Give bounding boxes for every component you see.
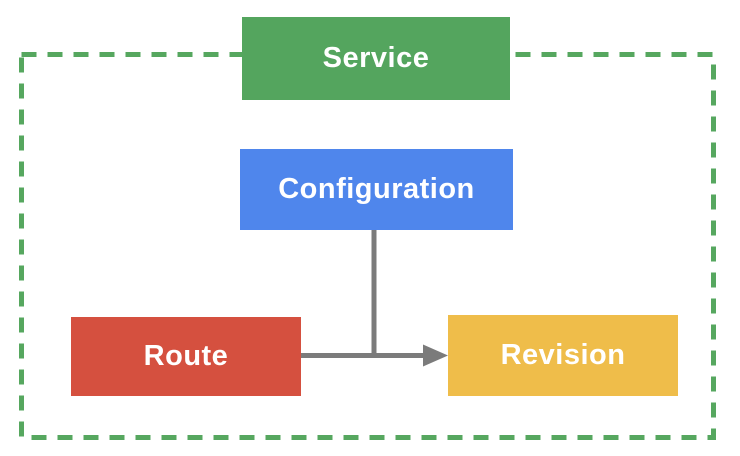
node-revision-label: Revision	[500, 339, 626, 371]
node-service: Service	[242, 17, 510, 100]
node-route-label: Route	[143, 340, 229, 372]
node-service-label: Service	[322, 42, 430, 74]
node-configuration-label: Configuration	[278, 173, 475, 205]
node-revision: Revision	[448, 315, 678, 396]
node-configuration: Configuration	[240, 149, 513, 230]
node-route: Route	[71, 317, 301, 396]
arrowhead-into-revision	[423, 344, 448, 367]
